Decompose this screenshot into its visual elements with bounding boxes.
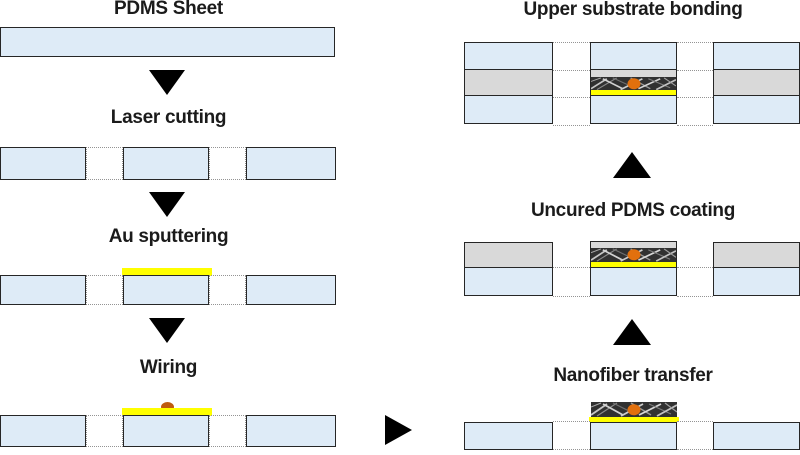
- upper-pdms-layer: [464, 42, 553, 71]
- step-title-upper-substrate-bonding: Upper substrate bonding: [523, 0, 743, 20]
- upper-pdms-layer: [590, 42, 677, 71]
- cut-line: [553, 41, 590, 43]
- cut-gap: [209, 275, 246, 305]
- arrow-down-icon: [149, 70, 185, 95]
- au-layer: [122, 407, 212, 416]
- cut-gap: [86, 147, 123, 180]
- pdms-segment: [123, 415, 209, 447]
- cut-line: [677, 41, 713, 43]
- au-sputter-row: [0, 275, 336, 305]
- au-layer: [591, 90, 676, 96]
- cut-line: [553, 69, 590, 71]
- cut-gap: [209, 415, 246, 447]
- au-layer: [591, 261, 676, 268]
- pdms-segment: [0, 415, 86, 447]
- wire-contact-dot: [161, 401, 174, 412]
- substrate-stack: [464, 42, 553, 125]
- cut-line: [677, 295, 713, 297]
- nanofiber-mat: [591, 76, 676, 91]
- cut-line: [677, 69, 713, 71]
- step-title-pdms-sheet: PDMS Sheet: [114, 0, 223, 19]
- pdms-segment: [0, 147, 86, 180]
- lower-pdms-layer: [464, 266, 553, 297]
- arrow-up-icon: [613, 152, 651, 178]
- wiring-row: [0, 415, 336, 447]
- lower-pdms-layer: [713, 95, 800, 125]
- arrow-down-icon: [149, 318, 185, 343]
- uncured-pdms-cap: [591, 69, 676, 77]
- substrate-stack-sensor: [590, 42, 677, 125]
- laser-cut-row: [0, 147, 336, 180]
- sensor-dot: [627, 403, 641, 415]
- nanofiber-mat: [591, 247, 676, 262]
- au-layer: [122, 267, 212, 276]
- step-title-uncured-pdms-coating: Uncured PDMS coating: [530, 200, 736, 221]
- uncured-pdms-layer: [464, 242, 553, 269]
- pdms-segment: [590, 421, 677, 450]
- coated-stack-sensor: [590, 240, 677, 297]
- cut-line: [553, 295, 590, 297]
- lower-pdms-layer: [590, 95, 677, 125]
- lower-pdms-layer: [590, 266, 677, 297]
- sensor-dot: [627, 248, 640, 260]
- pdms-segment: [123, 275, 209, 305]
- uncured-pdms-layer: [713, 242, 800, 269]
- coated-stack: [713, 242, 800, 297]
- cut-line: [677, 267, 713, 268]
- step-title-au-sputtering: Au sputtering: [108, 226, 229, 247]
- nanofiber-texture: [591, 247, 676, 262]
- uncured-pdms-layer: [713, 68, 800, 97]
- sensor-layer: [590, 68, 677, 97]
- cut-line: [553, 96, 590, 98]
- pdms-segment: [713, 421, 800, 450]
- cut-gap: [86, 415, 123, 447]
- step-title-nanofiber-transfer: Nanofiber transfer: [553, 365, 713, 386]
- nanofiber-mat: [591, 402, 677, 417]
- au-layer: [589, 416, 679, 422]
- cut-line: [677, 124, 713, 126]
- pdms-segment: [246, 415, 336, 447]
- arrow-up-icon: [613, 319, 651, 345]
- arrow-right-icon: [385, 415, 412, 445]
- uncured-pdms-cap: [591, 241, 676, 248]
- pdms-sheet-block: [0, 27, 335, 57]
- lower-pdms-layer: [713, 266, 800, 297]
- substrate-stack: [713, 42, 800, 125]
- cut-line: [553, 449, 590, 450]
- step-title-laser-cutting: Laser cutting: [110, 107, 227, 128]
- pdms-segment: [464, 421, 553, 450]
- arrow-down-icon: [149, 192, 185, 217]
- uncured-pdms-layer: [464, 68, 553, 97]
- cut-line: [677, 449, 713, 450]
- upper-pdms-layer: [713, 42, 800, 71]
- cut-line: [553, 420, 590, 422]
- cut-gap: [209, 147, 246, 180]
- step-title-wiring: Wiring: [139, 357, 198, 378]
- sensor-dot: [627, 77, 640, 89]
- pdms-segment: [123, 147, 209, 180]
- lower-pdms-layer: [464, 95, 553, 125]
- coated-stack: [464, 242, 553, 297]
- cut-line: [553, 267, 590, 268]
- cut-line: [677, 96, 713, 98]
- cut-line: [553, 124, 590, 126]
- pdms-segment: [0, 275, 86, 305]
- cut-gap: [86, 275, 123, 305]
- cut-line: [677, 420, 713, 422]
- pdms-segment: [246, 147, 336, 180]
- pdms-segment: [246, 275, 336, 305]
- sensor-layer: [590, 240, 677, 269]
